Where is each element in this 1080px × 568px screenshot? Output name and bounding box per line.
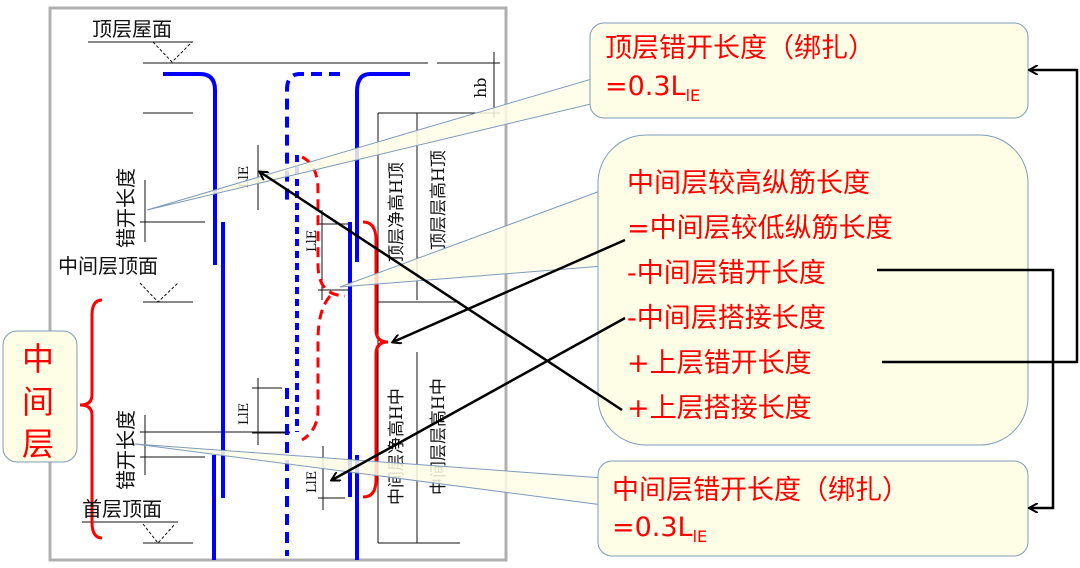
middle-callout-line: =中间层较低纵筋长度 xyxy=(627,213,893,244)
side-label-char: 间 xyxy=(22,383,54,421)
arrow-to-upper-lap xyxy=(260,172,623,412)
middle-callout-line: +上层错开长度 xyxy=(627,348,812,379)
roof-label: 顶层屋面 xyxy=(92,17,172,41)
mid-top-label: 中间层顶面 xyxy=(58,254,158,278)
middle-callout-line: -中间层搭接长度 xyxy=(627,303,826,334)
stagger-label-upper: 错开长度 xyxy=(114,168,138,248)
rebars xyxy=(163,72,410,560)
connector-mid-stagger xyxy=(877,268,1055,508)
middle-callout-box xyxy=(597,134,1029,446)
mid-layer-brace xyxy=(79,298,103,540)
side-label-char: 层 xyxy=(22,425,54,463)
top-callout-line1: 顶层错开长度（绑扎） xyxy=(605,33,875,64)
top-callout-formula: =0.3L xyxy=(605,71,686,102)
side-label-box xyxy=(2,330,78,463)
lie-label-4: LlE xyxy=(305,471,320,493)
first-top-label: 首层顶面 xyxy=(82,497,162,521)
middle-callout-line: +上层搭接长度 xyxy=(627,393,812,424)
rebar-dashed-upper xyxy=(285,72,340,200)
rebar-left-upper xyxy=(163,72,217,265)
rebar-right-upper xyxy=(355,72,410,262)
top-story-height-label: 顶层层高H顶 xyxy=(429,150,449,250)
arrow-to-lower-lap xyxy=(332,316,626,480)
middle-callout-line: -中间层错开长度 xyxy=(627,258,826,289)
bottom-callout-line1: 中间层错开长度（绑扎） xyxy=(612,475,909,506)
top-clear-height-label: 顶层净高H顶 xyxy=(387,162,407,262)
lie-label-3: LlE xyxy=(237,403,252,425)
stagger-label-lower: 错开长度 xyxy=(114,410,138,490)
arrow-to-mid-brace xyxy=(393,238,626,342)
arrows xyxy=(260,70,1079,508)
top-callout-subscript: lE xyxy=(686,86,701,105)
bottom-callout-formula: =0.3L xyxy=(612,512,693,543)
top-callout-line2: =0.3LlE xyxy=(605,71,700,105)
red-marks xyxy=(79,155,389,540)
hb-label: hb xyxy=(471,77,490,98)
side-label-char: 中 xyxy=(22,340,54,378)
lie-label-2: LlE xyxy=(305,230,320,252)
bottom-callout-subscript: lE xyxy=(693,527,708,546)
middle-callout-line: 中间层较高纵筋长度 xyxy=(627,168,870,199)
bottom-callout-line2: =0.3LlE xyxy=(612,512,707,546)
connector-upper-stagger xyxy=(882,70,1079,364)
